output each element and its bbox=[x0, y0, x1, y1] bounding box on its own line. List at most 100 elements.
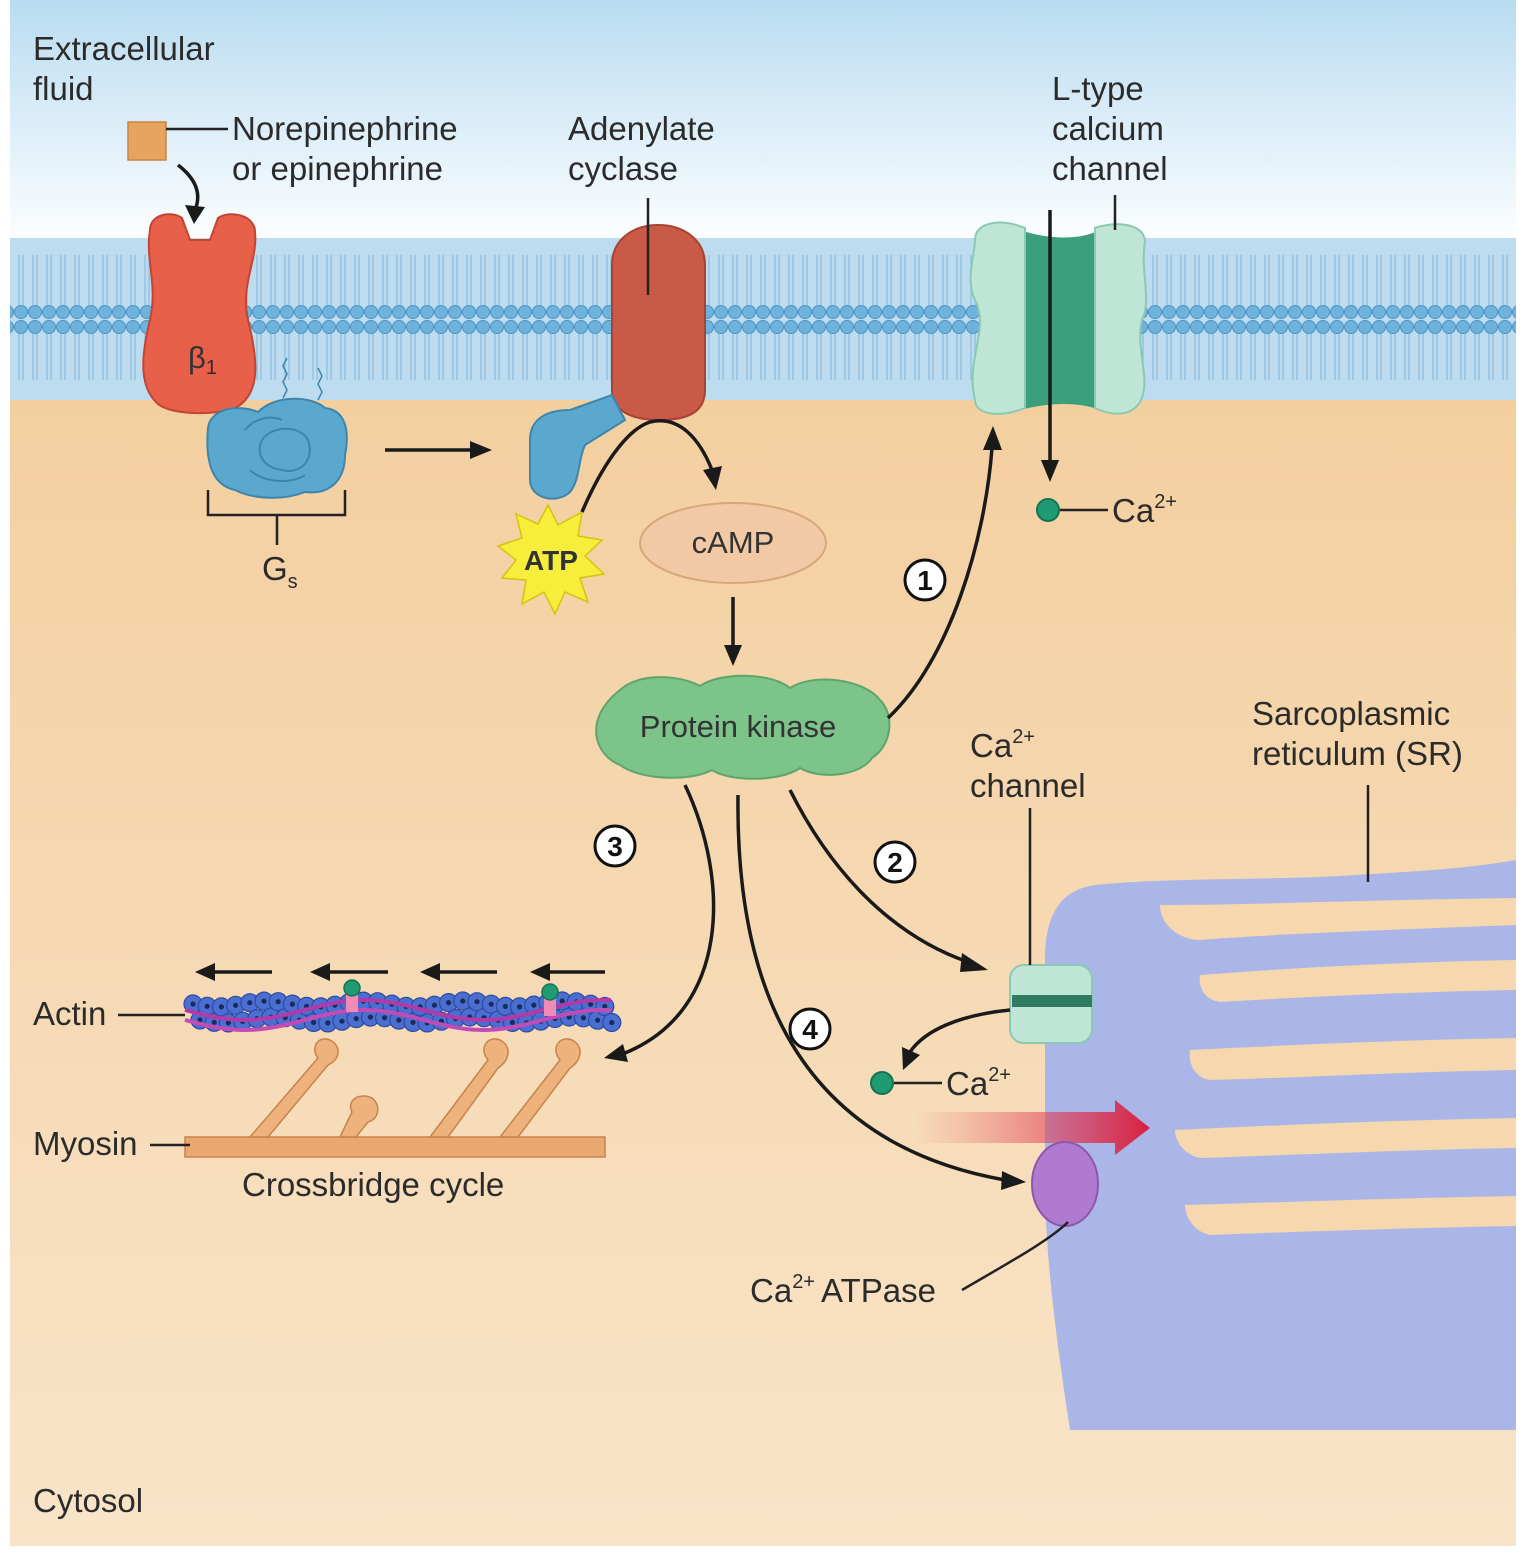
actin-binding-site bbox=[325, 1020, 331, 1026]
troponin bbox=[544, 998, 556, 1016]
actin-binding-site bbox=[225, 1020, 231, 1026]
actin-binding-site bbox=[233, 1002, 239, 1008]
beta1-receptor bbox=[142, 213, 257, 415]
atp-starburst bbox=[496, 503, 606, 616]
actin-binding-site bbox=[410, 1019, 416, 1025]
actin-binding-site bbox=[339, 1018, 345, 1024]
sr-label: Sarcoplasmic bbox=[1252, 695, 1450, 732]
step-1-badge: 1 bbox=[903, 558, 947, 602]
gs-alpha-subunit bbox=[529, 393, 627, 500]
actin-binding-site bbox=[204, 1003, 210, 1009]
step3-arrow bbox=[624, 784, 716, 1055]
actin-binding-site bbox=[289, 1001, 295, 1007]
actin-binding-site bbox=[396, 1017, 402, 1023]
sr-calcium-release-arrow bbox=[908, 1008, 1011, 1054]
actin-binding-site bbox=[488, 1001, 494, 1007]
actin-binding-site bbox=[218, 1004, 224, 1010]
actin-binding-site bbox=[431, 1002, 437, 1008]
sr-calcium-release-arrowhead bbox=[902, 1047, 920, 1070]
crossbridge-label: Crossbridge cycle bbox=[242, 1166, 504, 1203]
actin-movement-arrows bbox=[195, 963, 605, 981]
myosin-filament bbox=[184, 1038, 606, 1158]
norepinephrine-molecule bbox=[127, 121, 167, 161]
step-3-number: 3 bbox=[607, 831, 623, 862]
actin-filament bbox=[183, 979, 622, 1033]
calcium-atpase bbox=[1031, 1141, 1099, 1227]
actin-binding-site bbox=[382, 1015, 388, 1021]
actin-binding-site bbox=[509, 1019, 515, 1025]
actin-binding-site bbox=[190, 1001, 196, 1007]
beta1-label: β1 bbox=[188, 340, 217, 379]
sr-tubules bbox=[1160, 898, 1516, 1235]
ligand-arrowhead bbox=[185, 205, 205, 224]
extracellular-region bbox=[10, 0, 1516, 250]
actin-binding-site bbox=[261, 998, 267, 1004]
calcium-ion-label: Ca2+ bbox=[1112, 491, 1177, 529]
actin-binding-site bbox=[559, 998, 565, 1004]
step2-arrow bbox=[788, 789, 969, 964]
adenylate-cyclase-label: Adenylate bbox=[568, 110, 715, 147]
actin-label: Actin bbox=[33, 995, 106, 1032]
extracellular-label: Extracellular bbox=[33, 30, 215, 67]
l-type-label-line3: channel bbox=[1052, 150, 1168, 187]
actin-binding-site bbox=[474, 999, 480, 1005]
gs-label: Gs bbox=[262, 550, 298, 593]
gs-bracket bbox=[206, 490, 347, 545]
actin-binding-site bbox=[275, 999, 281, 1005]
cytosol-label: Cytosol bbox=[33, 1482, 143, 1519]
gs-protein bbox=[206, 397, 348, 499]
membrane-lipid-bilayer bbox=[10, 238, 1516, 400]
ligand-label: Norepinephrine bbox=[232, 110, 458, 147]
gs-to-ac-arrowhead bbox=[470, 441, 492, 459]
step-1-number: 1 bbox=[917, 565, 933, 596]
actin-binding-site bbox=[531, 1002, 537, 1008]
step4-arrowhead bbox=[1001, 1171, 1026, 1190]
protein-kinase-label: Protein kinase bbox=[640, 709, 836, 744]
actin-binding-site bbox=[602, 1003, 608, 1010]
step-4-number: 4 bbox=[802, 1014, 818, 1045]
step1-arrow bbox=[886, 447, 994, 720]
step1-arrowhead bbox=[983, 426, 1002, 450]
actin-binding-site bbox=[211, 1019, 217, 1025]
step-2-badge: 2 bbox=[873, 840, 917, 884]
protein-kinase bbox=[595, 674, 891, 780]
tropomyosin-strand bbox=[184, 997, 612, 1023]
calcium-atpase-label: Ca2+ATPase bbox=[750, 1271, 936, 1309]
actin-binding-site bbox=[517, 1004, 523, 1010]
atp-to-camp-arrow bbox=[580, 419, 714, 513]
step-3-badge: 3 bbox=[593, 824, 637, 868]
actin-binding-site bbox=[580, 1015, 587, 1021]
calcium-uptake-arrow bbox=[915, 1100, 1150, 1155]
actin-binding-site bbox=[367, 1014, 373, 1020]
ligand-label-line2: or epinephrine bbox=[232, 150, 443, 187]
sr-calcium-channel bbox=[1009, 964, 1093, 1044]
l-type-label: L-type bbox=[1052, 70, 1144, 107]
step4-arrow bbox=[736, 794, 1006, 1182]
camp-label: cAMP bbox=[692, 525, 775, 560]
step2-arrowhead bbox=[960, 953, 988, 972]
sr-channel-label-line2: channel bbox=[970, 767, 1086, 804]
step3-arrowhead bbox=[604, 1044, 628, 1062]
sr-channel-label: Ca2+ bbox=[970, 726, 1035, 764]
extracellular-label-line2: fluid bbox=[33, 70, 94, 107]
troponin bbox=[346, 994, 358, 1012]
actin-binding-site bbox=[595, 1017, 601, 1023]
atp-to-camp-arrowhead bbox=[703, 466, 722, 490]
actin-binding-site bbox=[460, 998, 466, 1004]
calcium-atpase-leader bbox=[961, 1221, 1069, 1292]
camp-to-pk-arrowhead bbox=[724, 645, 742, 666]
actin-binding-site bbox=[609, 1019, 615, 1026]
calcium-ion bbox=[1036, 498, 1060, 522]
myosin-label: Myosin bbox=[33, 1125, 138, 1162]
atp-label: ATP bbox=[524, 545, 578, 576]
gs-lipid-anchors bbox=[282, 357, 323, 401]
actin-binding-site bbox=[446, 1000, 452, 1006]
bound-calcium-ion bbox=[343, 979, 361, 997]
actin-binding-site bbox=[247, 1000, 253, 1006]
actin-binding-site bbox=[588, 1001, 594, 1007]
adenylate-cyclase bbox=[611, 223, 706, 422]
actin-binding-site bbox=[502, 1003, 508, 1010]
step-2-number: 2 bbox=[887, 847, 903, 878]
